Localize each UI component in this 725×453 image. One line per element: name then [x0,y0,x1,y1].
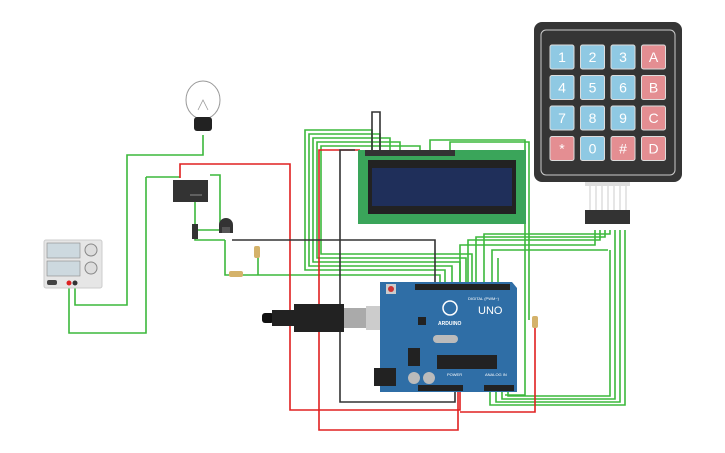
light-bulb[interactable] [185,80,221,131]
lcd-display[interactable] [358,150,526,224]
green-wires [68,129,626,406]
key-label: # [619,141,627,157]
key-3[interactable]: 3 [610,44,636,70]
usb-cable [262,304,386,332]
power-supply[interactable] [43,239,103,289]
key-D[interactable]: D [641,136,666,161]
key-0[interactable]: 0 [580,136,605,161]
arduino-brand: ARDUINO [438,321,461,327]
key-6[interactable]: 6 [610,75,636,100]
arduino-model: UNO [478,305,503,317]
key-5[interactable]: 5 [580,75,605,100]
key-*[interactable]: * [549,136,575,161]
black-wires [232,111,456,403]
key-C[interactable]: C [641,105,666,131]
key-8[interactable]: 8 [580,105,605,131]
key-label: 0 [589,141,597,157]
key-7[interactable]: 7 [549,105,575,131]
resistor[interactable] [254,246,260,258]
key-label: A [649,49,659,65]
analog-label: ANALOG IN [485,372,507,377]
red-wires [179,149,536,431]
power-label: POWER [447,372,462,377]
key-label: 4 [558,80,566,96]
key-label: 7 [558,110,566,126]
key-A[interactable]: A [641,44,666,70]
key-label: 9 [619,110,627,126]
key-label: * [559,141,565,157]
key-4[interactable]: 4 [549,75,575,100]
resistor[interactable] [229,271,243,277]
key-2[interactable]: 2 [580,44,605,70]
digital-label: DIGITAL (PWM~) [468,296,500,301]
keypad[interactable]: 1 2 3 A 4 5 6 B 7 8 9 C * 0 # D [534,22,682,224]
key-label: 8 [589,110,597,126]
arduino-uno[interactable]: UNO ARDUINO DIGITAL (PWM~) POWER ANALOG … [374,282,517,392]
key-label: B [649,80,658,96]
resistor[interactable] [532,316,538,328]
key-label: 1 [558,49,566,65]
key-#[interactable]: # [610,136,636,161]
key-label: C [648,110,658,126]
transistor[interactable] [219,218,233,233]
key-9[interactable]: 9 [610,105,636,131]
key-label: 2 [589,49,597,65]
key-1[interactable]: 1 [549,44,575,70]
key-label: 3 [619,49,627,65]
key-B[interactable]: B [641,75,666,100]
key-label: D [648,141,658,157]
key-label: 5 [589,80,597,96]
relay[interactable] [173,180,208,202]
diode[interactable] [192,224,198,239]
key-label: 6 [619,80,627,96]
